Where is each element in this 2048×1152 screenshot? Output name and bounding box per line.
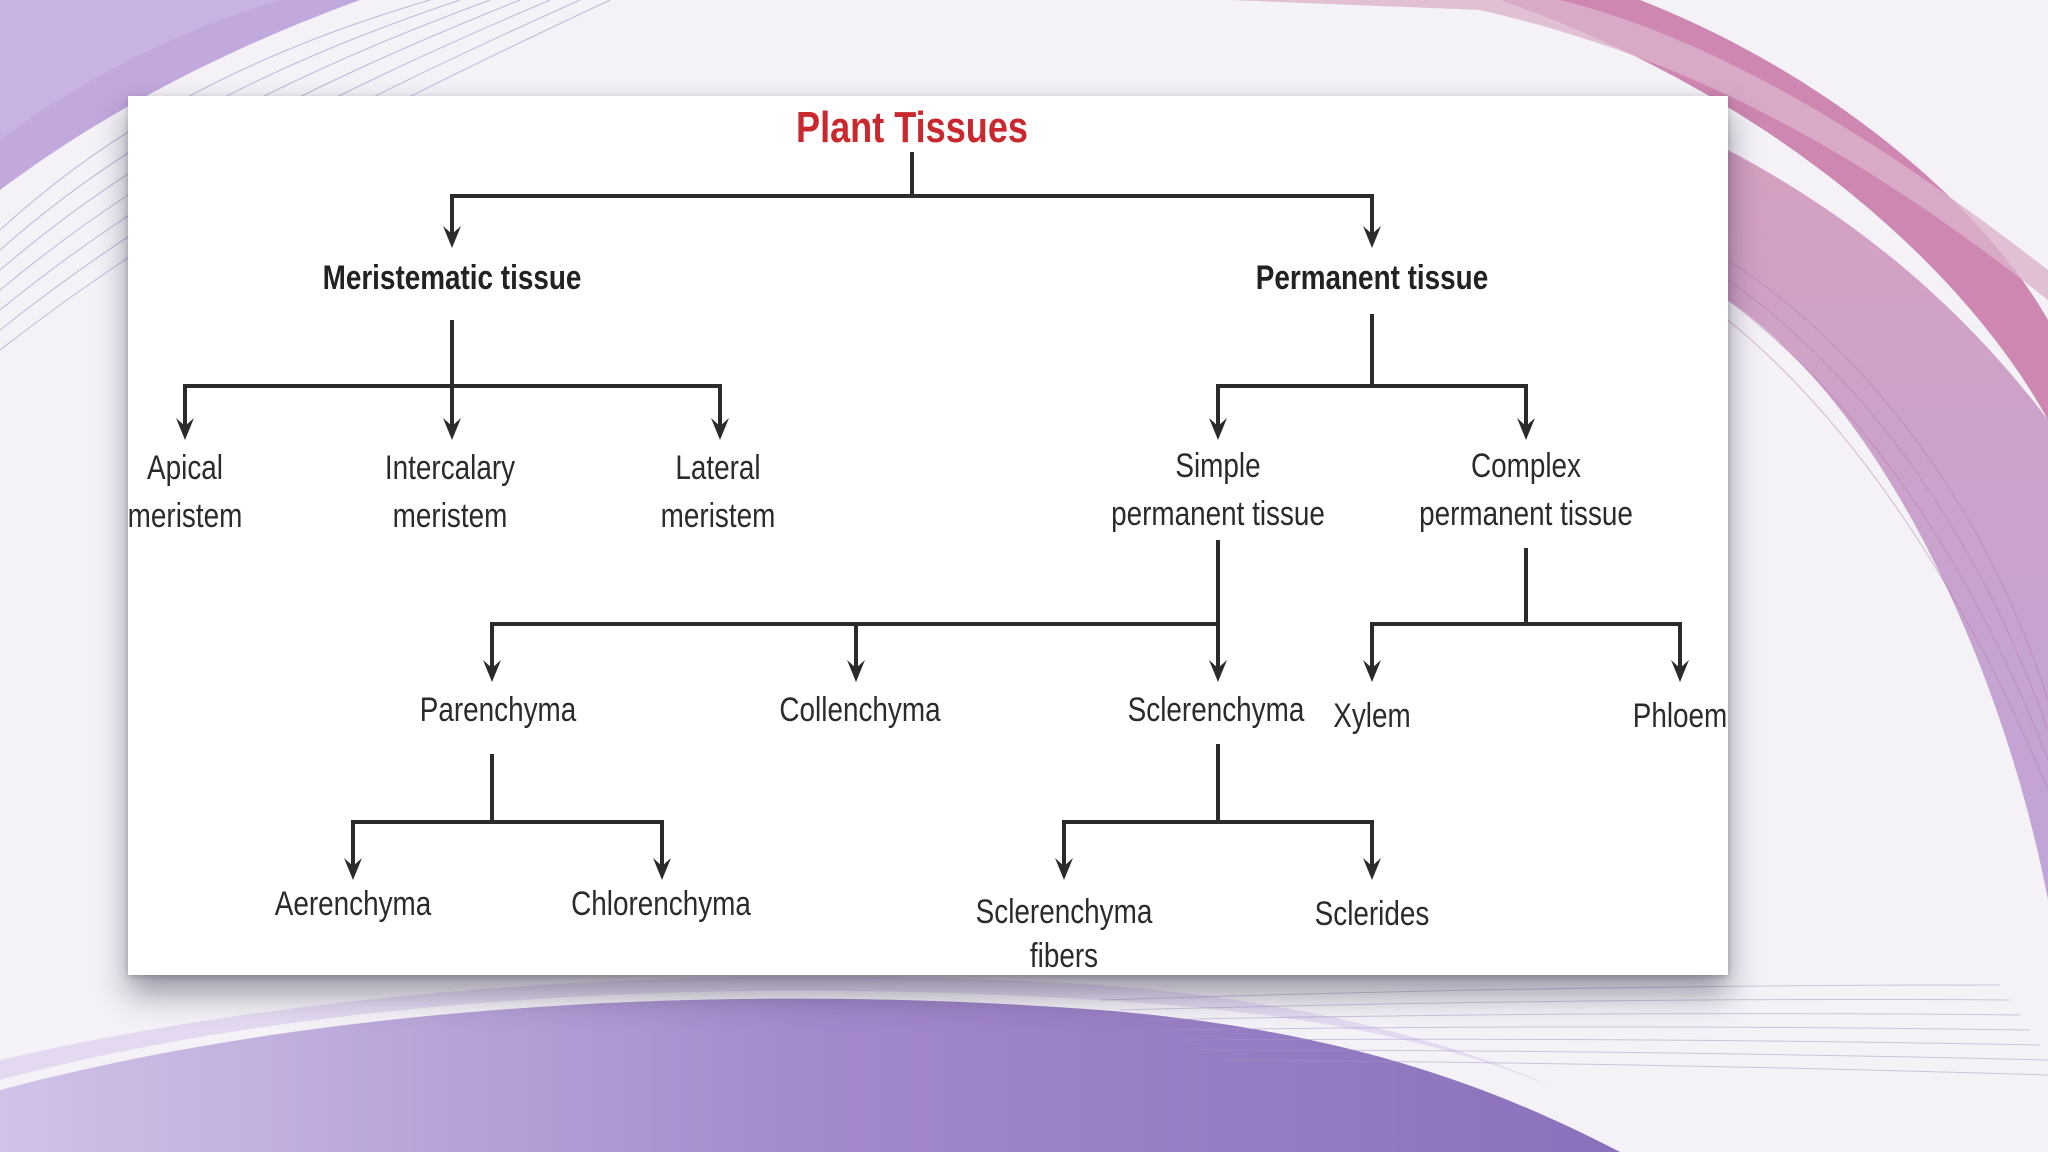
node-phloem: Phloem xyxy=(1632,697,1728,735)
node-aerenchyma: Aerenchyma xyxy=(274,885,432,923)
tree-connectors xyxy=(176,152,1689,880)
node-apical-line1: Apical xyxy=(147,449,223,487)
connector-to-sclerenchyma-arrowhead xyxy=(1209,660,1227,682)
connector-to-collenchyma-arrowhead xyxy=(847,660,865,682)
connector-to-aerenchyma-arrowhead xyxy=(344,858,362,880)
connector-to-meristematic-arrowhead xyxy=(443,226,461,248)
node-simple-line2: permanent tissue xyxy=(1111,495,1325,533)
node-apical-meristem: Apical meristem xyxy=(128,444,242,540)
connector-to-phloem-arrowhead xyxy=(1671,660,1689,682)
connector-to-intercalary-arrowhead xyxy=(443,418,461,440)
node-sclerenchyma: Sclerenchyma xyxy=(1127,691,1305,729)
node-sclerenchyma-fibers: Sclerenchyma fibers xyxy=(976,890,1153,975)
connector-to-complex-arrowhead xyxy=(1517,418,1535,440)
node-complex-line2: permanent tissue xyxy=(1419,495,1633,533)
ribbon-bottom xyxy=(0,998,1620,1152)
connector-to-parenchyma-arrowhead xyxy=(483,660,501,682)
node-chlorenchyma: Chlorenchyma xyxy=(571,885,751,923)
node-permanent-tissue: Permanent tissue xyxy=(1255,259,1489,297)
node-lateral-line2: meristem xyxy=(660,497,776,535)
node-lateral-meristem: Lateral meristem xyxy=(661,444,776,540)
connector-to-chlorenchyma-arrowhead xyxy=(653,858,671,880)
connector-to-sclerenchyma-fibers-arrowhead xyxy=(1055,858,1073,880)
node-intercalary-line1: Intercalary xyxy=(384,449,516,487)
ribbon-top-right xyxy=(1150,0,2048,420)
connector-to-sclerides-arrowhead xyxy=(1363,858,1381,880)
node-complex-permanent-tissue: Complex permanent tissue xyxy=(1419,442,1633,538)
node-simple-permanent-tissue: Simple permanent tissue xyxy=(1111,442,1325,538)
node-collenchyma: Collenchyma xyxy=(779,691,941,729)
node-intercalary-meristem: Intercalary meristem xyxy=(385,444,515,540)
node-xylem: Xylem xyxy=(1333,697,1411,735)
node-sclerides: Sclerides xyxy=(1314,895,1430,933)
node-lateral-line1: Lateral xyxy=(675,449,761,487)
node-simple-line1: Simple xyxy=(1175,447,1261,485)
node-sclerenchyma-fibers-line1: Sclerenchyma xyxy=(975,893,1153,931)
connector-to-lateral-arrowhead xyxy=(711,418,729,440)
ribbon-right xyxy=(1728,150,2048,900)
diagram-title: Plant Tissues xyxy=(796,103,1028,152)
connector-to-permanent-arrowhead xyxy=(1363,226,1381,248)
node-parenchyma: Parenchyma xyxy=(419,691,577,729)
node-apical-line2: meristem xyxy=(128,497,243,535)
connector-to-xylem-arrowhead xyxy=(1363,660,1381,682)
diagram-panel: Plant Tissues Meristematic tissue Perman… xyxy=(128,96,1728,975)
node-complex-line1: Complex xyxy=(1470,447,1582,485)
node-sclerenchyma-fibers-line2: fibers xyxy=(1029,937,1099,975)
connector-to-simple-arrowhead xyxy=(1209,418,1227,440)
connector-to-apical-arrowhead xyxy=(176,418,194,440)
node-meristematic-tissue: Meristematic tissue xyxy=(322,259,582,297)
node-intercalary-line2: meristem xyxy=(392,497,508,535)
